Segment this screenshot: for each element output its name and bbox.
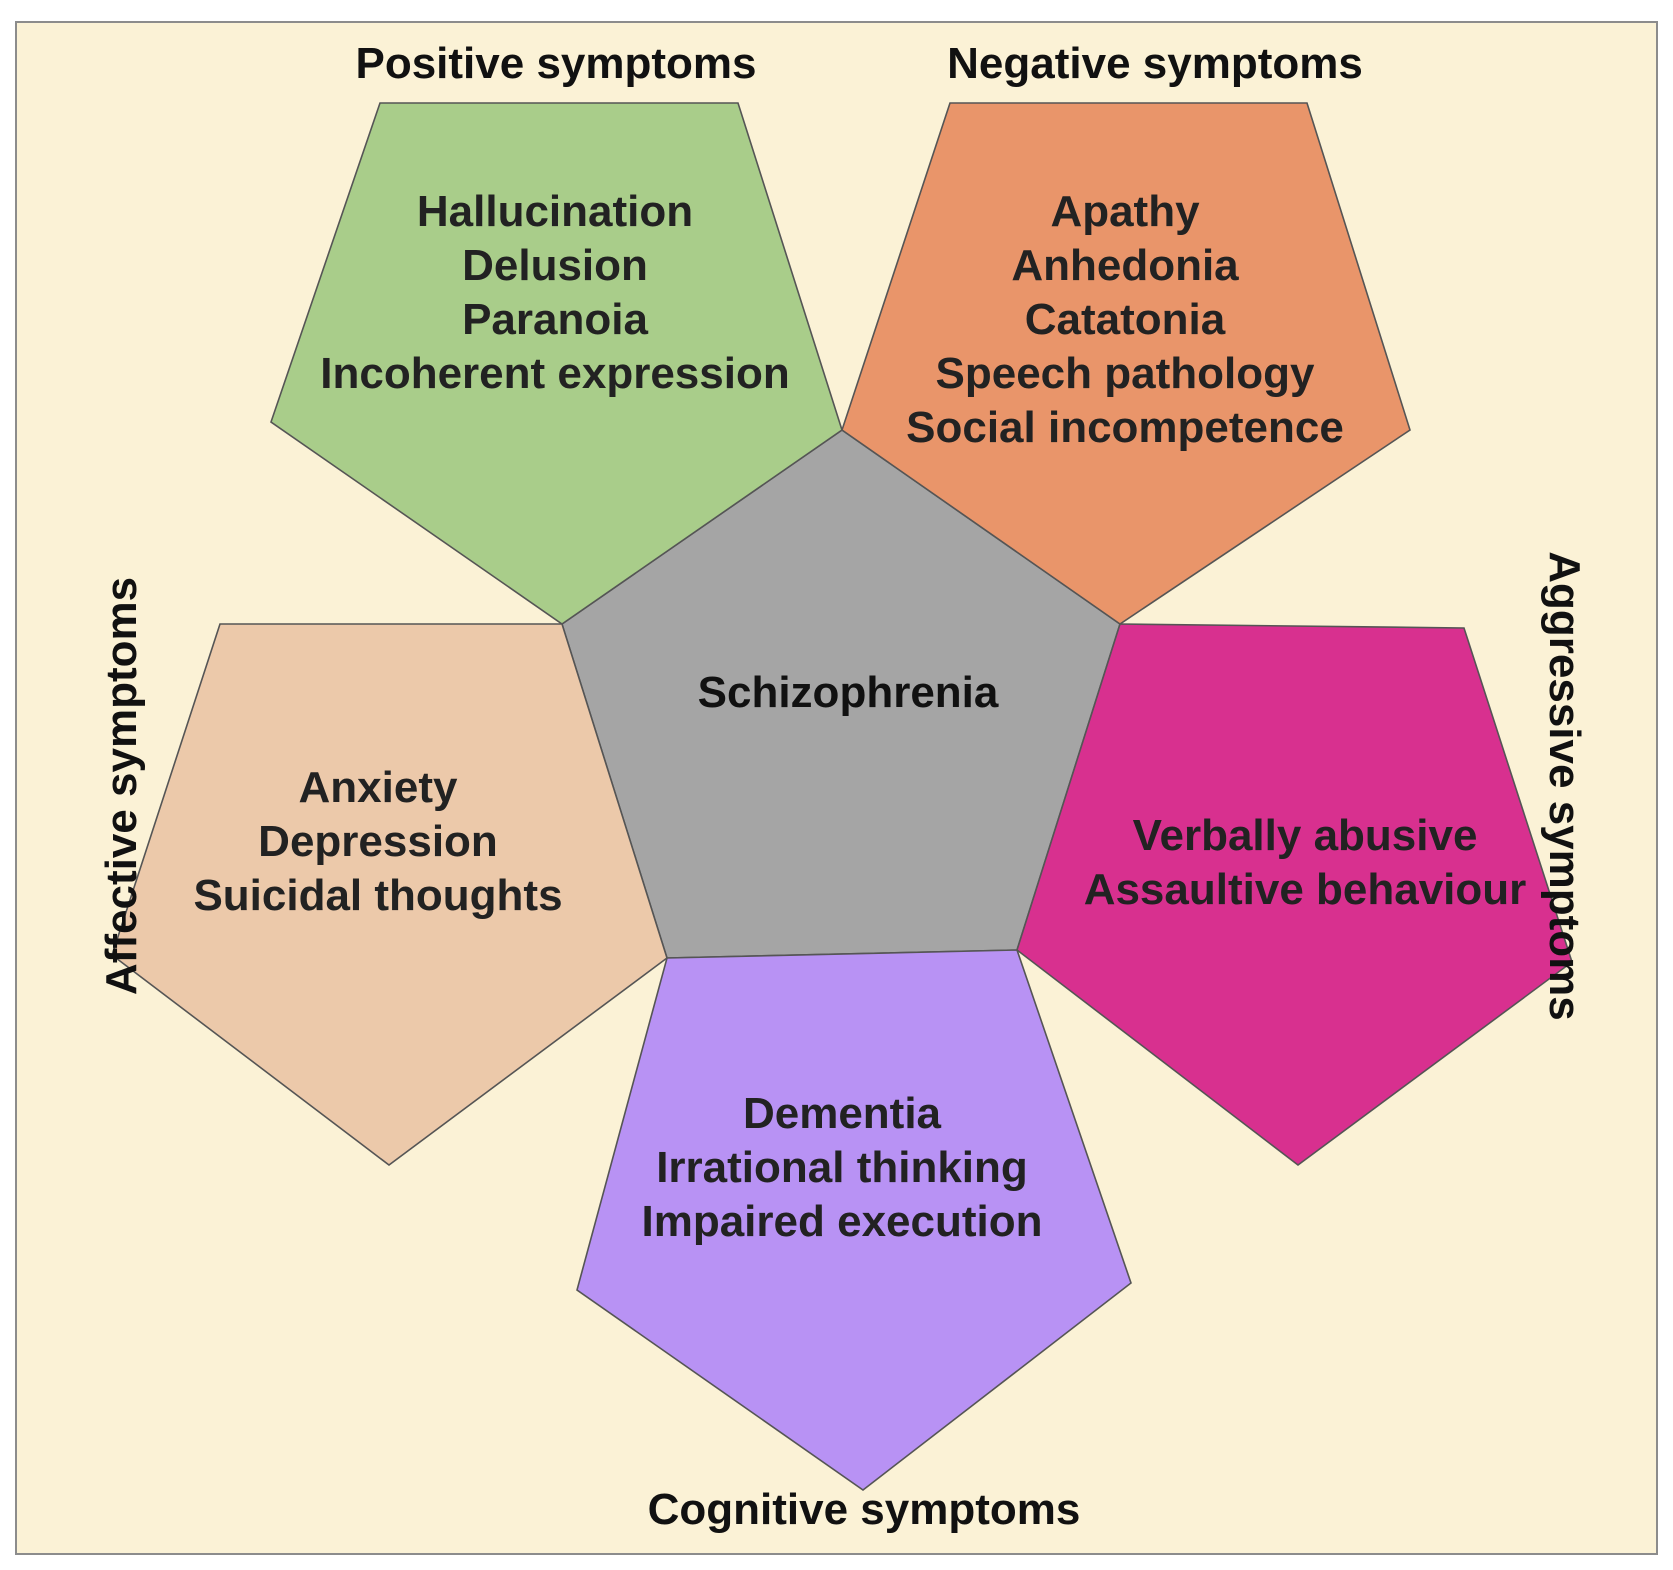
affective-symptoms-title: Affective symptoms [97, 577, 146, 995]
aggressive-symptoms-title: Aggressive symptoms [1540, 551, 1589, 1021]
aggressive-item-assaultive-behaviour: Assaultive behaviour [1084, 865, 1527, 914]
negative-item-anhedonia: Anhedonia [1011, 241, 1239, 290]
cognitive-symptoms-pentagon [576, 949, 1132, 1491]
aggressive-item-verbally-abusive: Verbally abusive [1133, 811, 1478, 860]
affective-item-depression: Depression [258, 817, 498, 866]
negative-symptoms-items: Apathy Anhedonia Catatonia Speech pathol… [906, 187, 1344, 452]
negative-symptoms-group: Negative symptoms Apathy Anhedonia Catat… [841, 39, 1411, 625]
positive-item-hallucination: Hallucination [417, 187, 693, 236]
positive-symptoms-title: Positive symptoms [355, 39, 756, 88]
aggressive-symptoms-items: Verbally abusive Assaultive behaviour [1084, 811, 1527, 914]
aggressive-symptoms-pentagon [1016, 623, 1573, 1167]
cognitive-symptoms-title: Cognitive symptoms [648, 1485, 1081, 1534]
affective-symptoms-group: Affective symptoms Anxiety Depression Su… [97, 577, 668, 1167]
affective-item-suicidal-thoughts: Suicidal thoughts [193, 871, 562, 920]
positive-item-paranoia: Paranoia [462, 295, 648, 344]
negative-item-speech-pathology: Speech pathology [936, 349, 1315, 398]
affective-symptoms-pentagon [111, 623, 668, 1167]
cognitive-item-impaired-execution: Impaired execution [641, 1197, 1042, 1246]
cognitive-item-dementia: Dementia [743, 1089, 942, 1138]
cognitive-item-irrational-thinking: Irrational thinking [656, 1143, 1028, 1192]
positive-item-delusion: Delusion [462, 241, 648, 290]
aggressive-symptoms-group: Aggressive symptoms Verbally abusive Ass… [1016, 551, 1589, 1167]
center-label: Schizophrenia [698, 668, 999, 717]
negative-item-catatonia: Catatonia [1025, 295, 1226, 344]
negative-symptoms-title: Negative symptoms [947, 39, 1363, 88]
cognitive-symptoms-group: Cognitive symptoms Dementia Irrational t… [576, 949, 1132, 1534]
affective-item-anxiety: Anxiety [299, 763, 458, 812]
positive-symptoms-pentagon [270, 102, 843, 625]
cognitive-symptoms-items: Dementia Irrational thinking Impaired ex… [641, 1089, 1042, 1246]
negative-item-social-incompetence: Social incompetence [906, 403, 1344, 452]
positive-symptoms-items: Hallucination Delusion Paranoia Incohere… [320, 187, 789, 398]
positive-item-incoherent-expression: Incoherent expression [320, 349, 789, 398]
negative-item-apathy: Apathy [1050, 187, 1200, 236]
positive-symptoms-group: Positive symptoms Hallucination Delusion… [270, 39, 843, 625]
affective-symptoms-items: Anxiety Depression Suicidal thoughts [193, 763, 562, 920]
negative-symptoms-pentagon [841, 102, 1411, 625]
